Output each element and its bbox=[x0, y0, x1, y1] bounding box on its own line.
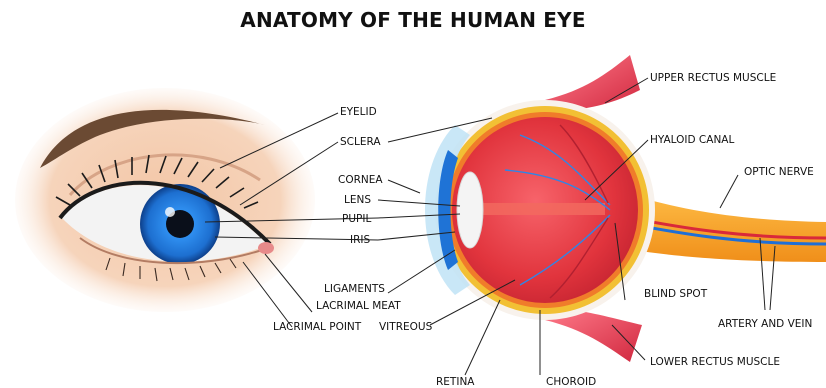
lacrimal-caruncle bbox=[258, 242, 274, 254]
label-ligaments: LIGAMENTS bbox=[324, 283, 385, 295]
label-optic-nerve: OPTIC NERVE bbox=[744, 166, 814, 178]
label-lens: LENS bbox=[344, 194, 371, 206]
label-sclera: SCLERA bbox=[340, 136, 381, 148]
label-cornea: CORNEA bbox=[338, 174, 383, 186]
eye-highlight bbox=[165, 207, 175, 217]
label-retina: RETINA bbox=[436, 376, 474, 388]
label-vitreous: VITREOUS bbox=[379, 321, 432, 333]
label-eyelid: EYELID bbox=[340, 106, 377, 118]
label-lower-rectus: LOWER RECTUS MUSCLE bbox=[650, 356, 780, 368]
eye-cross-section bbox=[425, 55, 826, 362]
lens-shape bbox=[457, 172, 483, 248]
label-pupil: PUPIL bbox=[342, 213, 371, 225]
label-choroid: CHOROID bbox=[546, 376, 596, 388]
label-artery-vein: ARTERY AND VEIN bbox=[718, 318, 812, 330]
label-hyaloid-canal: HYALOID CANAL bbox=[650, 134, 734, 146]
label-blind-spot: BLIND SPOT bbox=[644, 288, 707, 300]
external-eye bbox=[15, 88, 315, 312]
label-iris: IRIS bbox=[350, 234, 370, 246]
label-lacrimal-point: LACRIMAL POINT bbox=[273, 321, 361, 333]
hyaloid-canal-shape bbox=[470, 203, 605, 215]
label-lacrimal-meat: LACRIMAL MEAT bbox=[316, 300, 401, 312]
label-upper-rectus: UPPER RECTUS MUSCLE bbox=[650, 72, 776, 84]
